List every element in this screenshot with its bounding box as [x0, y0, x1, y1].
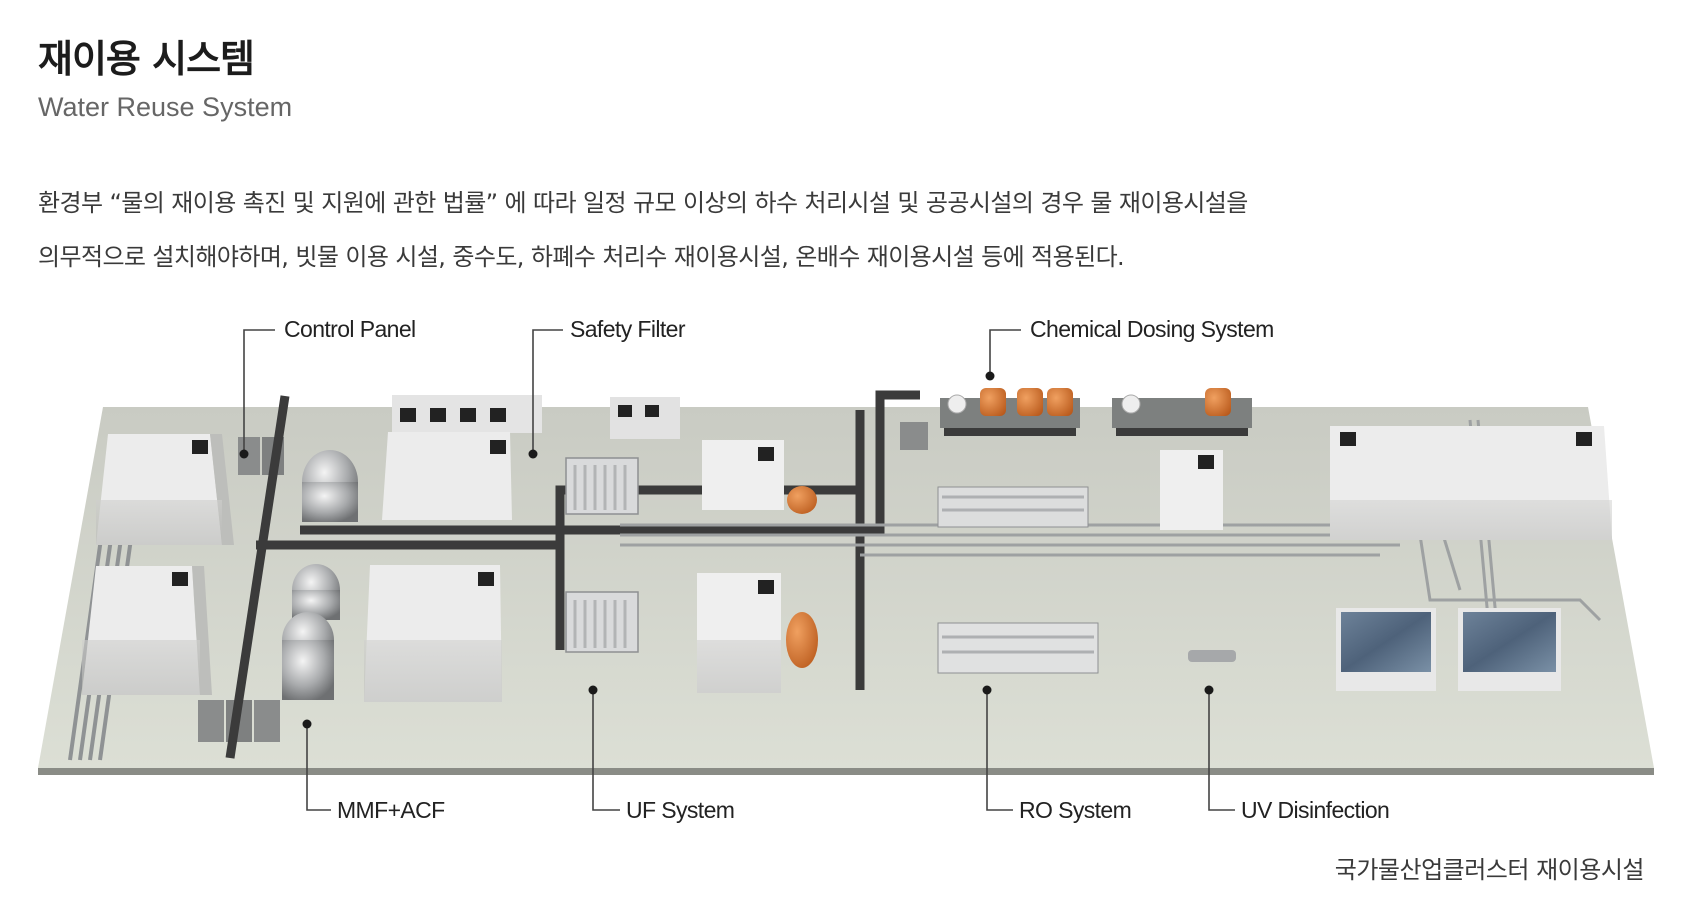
label-uf-system: UF System	[626, 797, 735, 823]
ro-control-cabinet	[900, 422, 928, 450]
description: 환경부 “물의 재이용 촉진 및 지원에 관한 법률” 에 따라 일정 규모 이…	[38, 176, 1638, 284]
uv-disinfection-marker	[1204, 685, 1214, 695]
mmf-acf-marker	[302, 719, 312, 729]
label-chemical-dosing-system: Chemical Dosing System	[1030, 316, 1274, 342]
uf-system-marker	[588, 685, 598, 695]
leader-dots	[239, 371, 1214, 729]
uv-reactor	[1188, 650, 1236, 662]
raw-water-tank	[96, 434, 234, 545]
leader-lines	[243, 329, 1235, 811]
control-panel-marker	[239, 449, 249, 459]
label-mmf-acf: MMF+ACF	[337, 797, 445, 823]
description-line: 의무적으로 설치해야하며, 빗물 이용 시설, 중수도, 하폐수 처리수 재이용…	[38, 243, 1125, 271]
product-water-tank	[1160, 450, 1223, 530]
uf-membrane-modules	[573, 465, 627, 648]
ro-system-marker	[982, 685, 992, 695]
mmf-acf-vessels	[282, 450, 358, 700]
page-title: 재이용 시스템	[38, 37, 255, 81]
description-line: 환경부 “물의 재이용 촉진 및 지원에 관한 법률” 에 따라 일정 규모 이…	[38, 189, 1248, 217]
uf-chemical-tanks	[786, 486, 818, 668]
chemical-dosing-tanks	[947, 388, 1231, 416]
safety-filter-box	[610, 397, 680, 439]
label-safety-filter: Safety Filter	[570, 316, 686, 342]
label-control-panel: Control Panel	[284, 316, 416, 342]
uf-break-tank-upper	[702, 440, 784, 510]
intermediate-tank-lower	[364, 565, 502, 702]
intermediate-tank-upper	[382, 395, 542, 520]
ro-skids	[937, 486, 1099, 674]
reuse-storage-tank	[1330, 426, 1612, 540]
page-subtitle: Water Reuse System	[38, 92, 293, 122]
uv-contact-basins	[1336, 608, 1561, 691]
safety-filter-marker	[528, 449, 538, 459]
label-ro-system: RO System	[1019, 797, 1132, 823]
equalization-tank	[82, 566, 212, 695]
figure-caption: 국가물산업클러스터 재이용시설	[1334, 856, 1645, 884]
uf-break-tank-lower	[697, 573, 781, 693]
chemical-dosing-marker	[985, 371, 995, 381]
label-uv-disinfection: UV Disinfection	[1241, 797, 1390, 823]
